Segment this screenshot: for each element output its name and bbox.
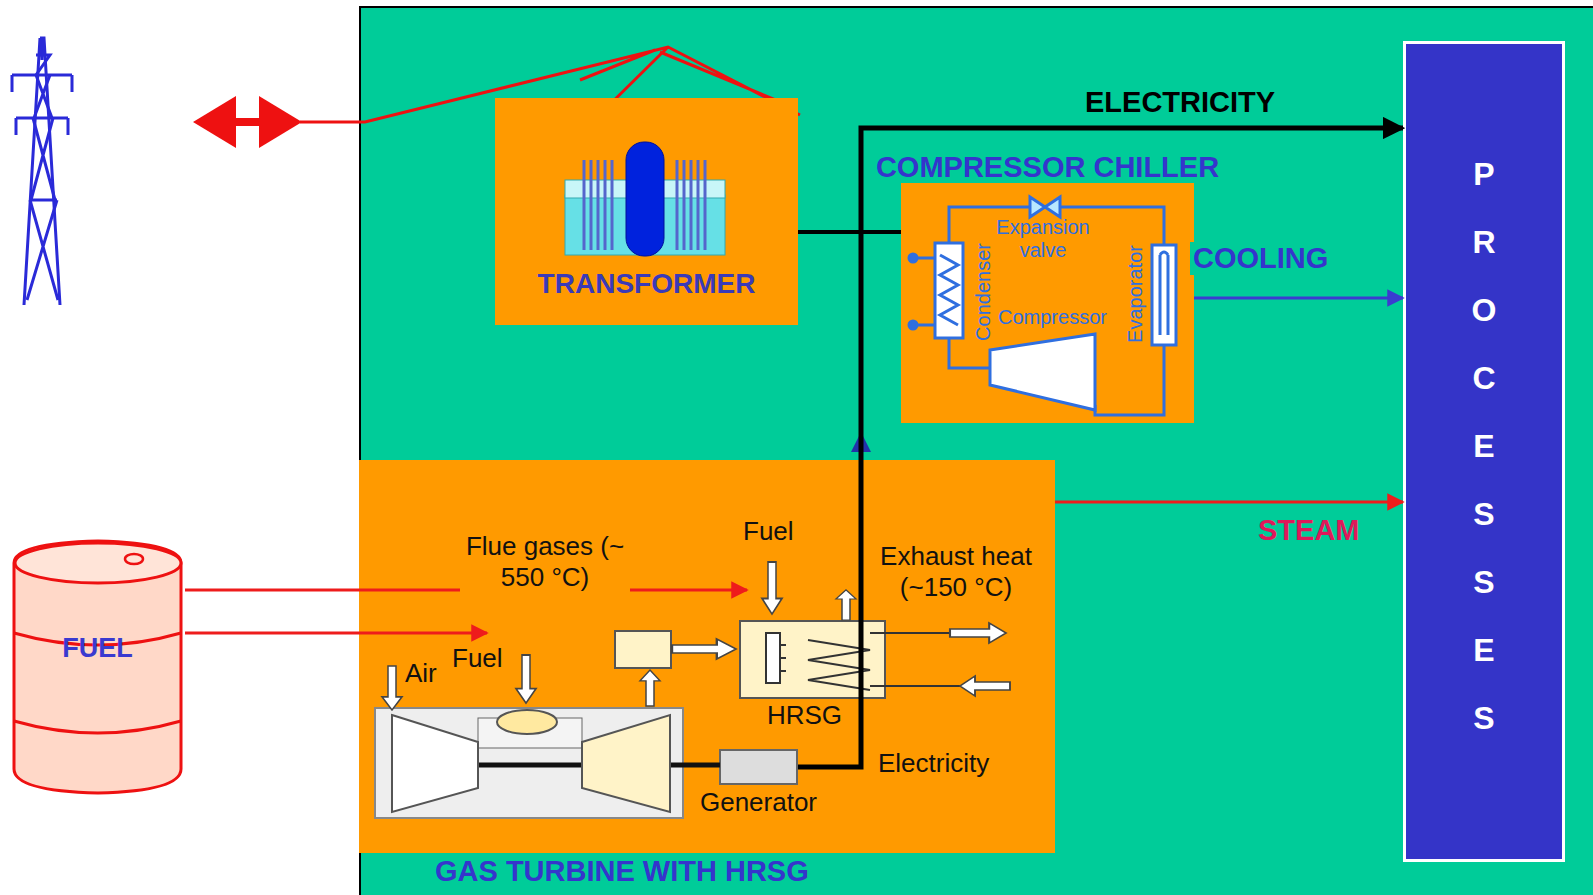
transformer-fin <box>676 160 679 250</box>
part-label: Evaporator <box>1124 245 1147 343</box>
hollow-arrows <box>836 590 856 620</box>
fuel-drum: FUEL <box>10 533 185 797</box>
transformer-fin <box>604 160 607 250</box>
node-title: GAS TURBINE WITH HRSG <box>435 855 1131 888</box>
grid-link <box>232 118 264 126</box>
node-title: COMPRESSOR CHILLER <box>901 151 1194 184</box>
steam-line <box>1055 501 1403 504</box>
power-pylon <box>36 55 50 75</box>
processes-box: PROCESSES <box>1403 41 1565 862</box>
generator-box: Generator <box>719 749 798 785</box>
transformer-fin <box>590 160 593 250</box>
hollow-arrows <box>762 562 782 614</box>
chiller-cycle <box>909 254 917 262</box>
plant-area <box>360 7 1593 895</box>
hollow-arrows <box>960 676 1010 696</box>
part-label: Compressor <box>998 306 1107 329</box>
transformer-fin <box>611 160 614 250</box>
gas-turbine <box>615 631 671 668</box>
transformer-fin <box>690 160 693 250</box>
hrsg-internals <box>780 645 786 671</box>
output-label: Electricity <box>878 748 989 779</box>
drum-ring <box>14 721 181 733</box>
transformer-icon <box>626 142 664 256</box>
transformer-fin <box>597 160 600 250</box>
chiller-cycle <box>909 321 917 329</box>
edge-label: COOLING <box>1190 242 1331 275</box>
node-title: TRANSFORMER <box>495 268 798 300</box>
input-label: Fuel <box>452 643 503 674</box>
drum-cap <box>125 554 143 564</box>
power-pylon <box>27 75 58 300</box>
chiller-cycle <box>909 197 1176 415</box>
flow-label: Flue gases (~ 550 °C) <box>460 531 630 593</box>
chiller-cycle <box>915 258 935 325</box>
flow-label: Exhaust heat (~150 °C) <box>866 541 1046 603</box>
fuel-line <box>185 632 487 635</box>
edge-label: STEAM <box>1255 514 1363 547</box>
hollow-arrows <box>382 666 402 710</box>
part-label: Condenser <box>972 243 995 341</box>
power-pylon <box>24 38 60 305</box>
power-pylon <box>12 75 72 135</box>
hrsg-internals <box>870 633 960 686</box>
power-pylon <box>12 38 72 305</box>
chiller-cycle <box>1152 245 1176 345</box>
transformer-icon <box>565 142 725 256</box>
transformer-fin <box>583 160 586 250</box>
chiller-cycle <box>1045 197 1060 217</box>
drum-outline <box>10 533 185 797</box>
hollow-arrows <box>516 655 536 703</box>
node-title: HRSG <box>733 700 876 731</box>
gas-turbine <box>375 631 720 818</box>
transformer-fin <box>683 160 686 250</box>
chiller-cycle <box>990 334 1095 410</box>
node-title: FUEL <box>10 633 185 664</box>
gas-turbine <box>582 715 670 812</box>
grid-link <box>193 96 236 148</box>
hollow-arrows <box>672 639 736 659</box>
drum-lid <box>15 543 181 583</box>
hollow-arrows <box>950 623 1006 643</box>
vertical-title: PROCESSES <box>1468 140 1500 752</box>
grid-link <box>259 96 302 148</box>
cooling-line <box>1194 297 1403 300</box>
drum-body <box>14 541 181 793</box>
power-line <box>798 230 901 234</box>
hrsg-internals <box>766 633 780 683</box>
gas-turbine <box>392 715 478 812</box>
hollow-arrows <box>640 670 660 706</box>
part-label: Expansion valve <box>982 216 1104 262</box>
input-label: Air <box>405 658 437 689</box>
chiller-cycle <box>940 255 958 325</box>
transformer-fin <box>697 160 700 250</box>
transformer-fin <box>704 160 707 250</box>
chiller-cycle <box>935 243 963 338</box>
edge-label: ELECTRICITY <box>1082 86 1278 119</box>
node-title: Generator <box>721 787 796 818</box>
input-label: Fuel <box>743 516 794 547</box>
chiller-cycle <box>949 207 1164 415</box>
electricity-line <box>798 128 1403 767</box>
gas-turbine <box>497 710 557 734</box>
chiller-cycle <box>1160 252 1168 335</box>
